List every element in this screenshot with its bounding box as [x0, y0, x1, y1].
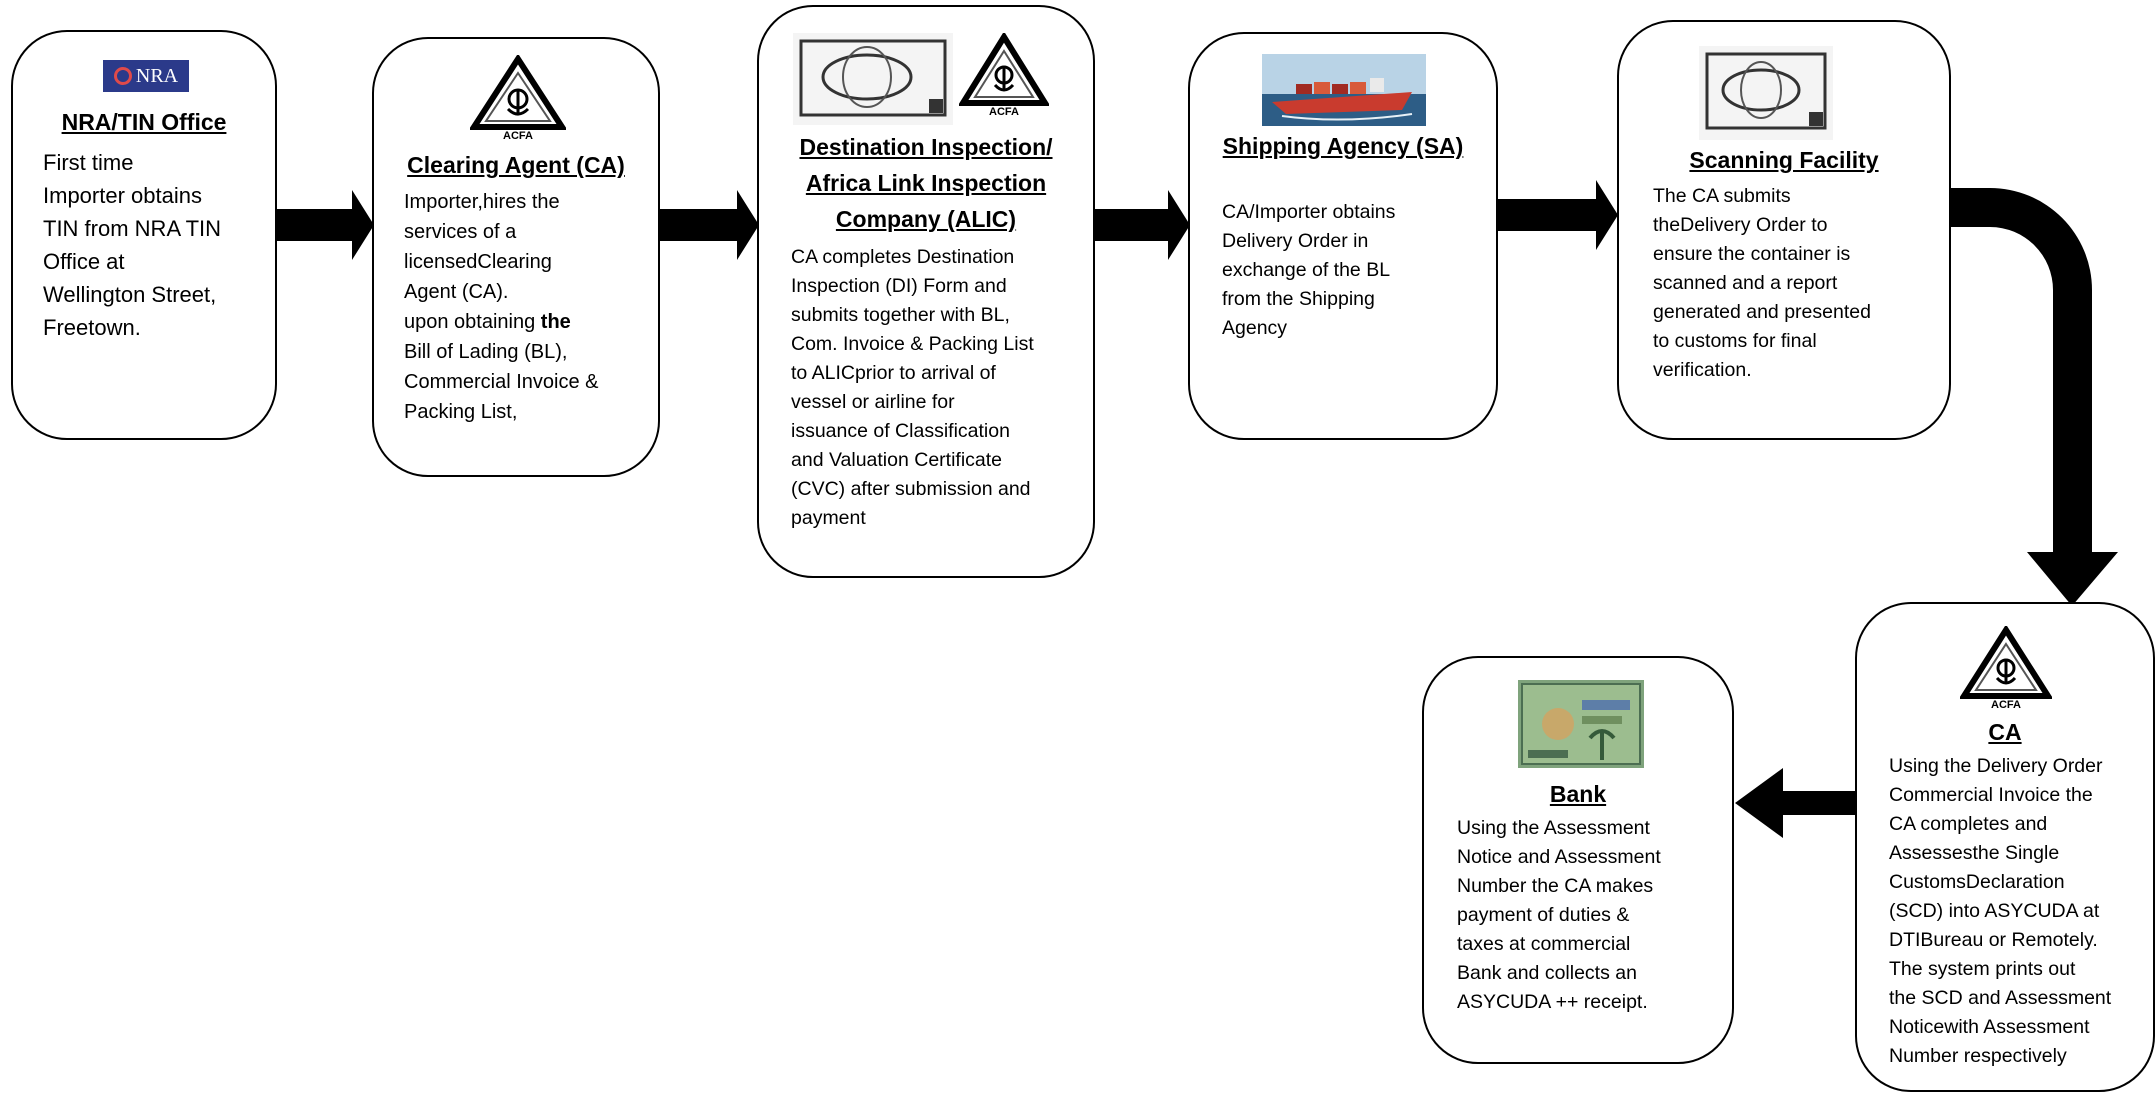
step-title: Clearing Agent (CA): [407, 152, 625, 178]
step-description: The CA submits theDelivery Order to ensu…: [1653, 185, 1871, 381]
step-description: Using the Assessment Notice and Assessme…: [1457, 817, 1661, 1013]
step-bank: Bank Using the Assessment Notice and Ass…: [1422, 656, 1734, 1064]
step-destination-inspection: ACFA Destination Inspection/ Africa Link…: [757, 5, 1095, 578]
step-description-bold: the: [540, 311, 571, 333]
nra-logo: NRA: [103, 60, 189, 92]
step-title: Shipping Agency (SA): [1222, 133, 1464, 159]
nra-logo-text: NRA: [135, 64, 179, 87]
step-description: Importer,hires the services of a license…: [404, 187, 599, 427]
arrow-6-to-7: [1735, 768, 1855, 838]
step-description: CA/Importer obtains Delivery Order in ex…: [1222, 201, 1396, 339]
container-ship-image: [1262, 54, 1426, 126]
step-scanning-facility: Scanning Facility The CA submits theDeli…: [1617, 20, 1951, 440]
alic-logo: [793, 33, 953, 125]
acfa-logo: ACFA: [1960, 626, 2052, 710]
acfa-logo-text: ACFA: [1991, 699, 2021, 710]
step-description: CA completes Destination Inspection (DI)…: [791, 246, 1034, 529]
acfa-logo-text: ACFA: [989, 106, 1019, 117]
step-ca-assessment: ACFA CA Using the Delivery Order Commerc…: [1855, 602, 2155, 1092]
step-description: Using the Delivery Order Commercial Invo…: [1889, 755, 2112, 1067]
bank-note-image: [1518, 680, 1644, 768]
acfa-logo: ACFA: [470, 55, 566, 141]
step-title: Scanning Facility: [1689, 147, 1879, 173]
scanning-facility-logo: [1699, 46, 1833, 140]
arrow-3-to-4: [1092, 190, 1190, 260]
step-description-part-1: Importer,hires the services of a license…: [404, 191, 560, 333]
arrow-4-to-5: [1496, 180, 1618, 250]
arrow-1-to-2: [272, 190, 374, 260]
step-description-part-2: Bill of Lading (BL), Commercial Invoice …: [404, 341, 599, 423]
bent-arrow-5-to-6: [1945, 188, 2118, 606]
step-title: NRA/TIN Office: [61, 109, 227, 135]
nra-emblem-icon: [113, 67, 132, 85]
step-description: First time Importer obtains TIN from NRA…: [43, 150, 222, 340]
step-shipping-agency: Shipping Agency (SA) CA/Importer obtains…: [1188, 32, 1498, 440]
step-nra-tin-office: NRA NRA/TIN Office First time Importer o…: [11, 30, 277, 440]
arrow-2-to-3: [657, 190, 759, 260]
acfa-logo-text: ACFA: [503, 130, 533, 141]
step-title: CA: [1988, 719, 2022, 745]
step-title: Bank: [1549, 781, 1607, 807]
acfa-logo: ACFA: [959, 33, 1049, 117]
step-clearing-agent: ACFA Clearing Agent (CA) Importer,hires …: [372, 37, 660, 477]
step-title: Destination Inspection/ Africa Link Insp…: [799, 134, 1053, 232]
